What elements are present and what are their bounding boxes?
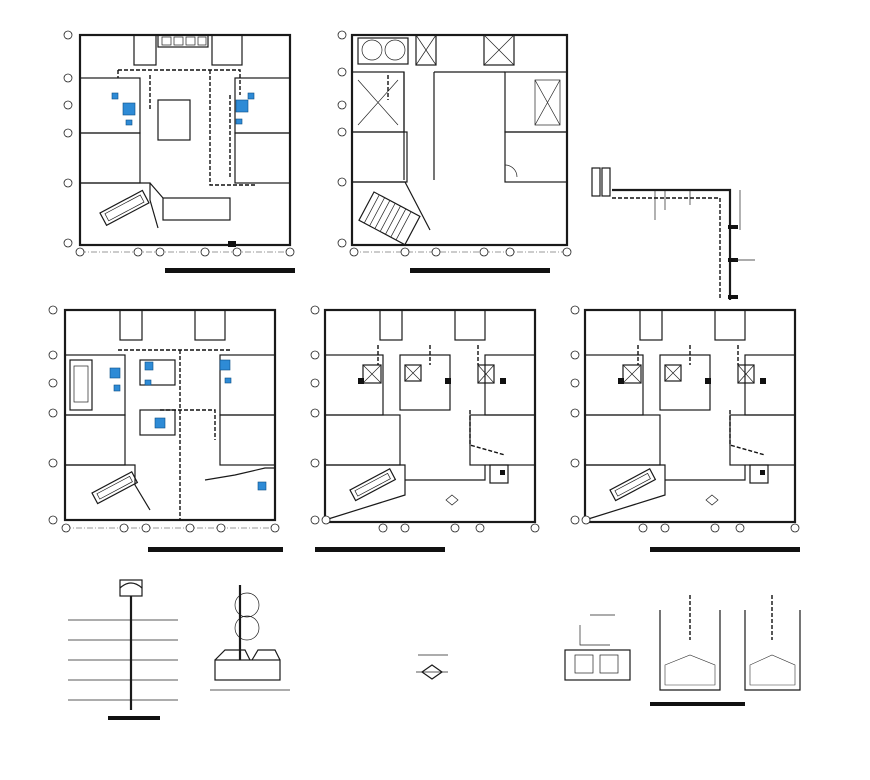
floor-plan-5 bbox=[570, 305, 800, 552]
floor-plan-4 bbox=[310, 305, 540, 552]
cistern-section-details bbox=[564, 595, 801, 706]
floor-plan-2 bbox=[337, 30, 572, 273]
floor-plan-1 bbox=[63, 30, 295, 273]
floor-plan-3 bbox=[48, 305, 283, 552]
symbol-detail bbox=[416, 654, 448, 680]
vertical-riser-detail bbox=[68, 579, 178, 720]
plumbing-fixture-icon bbox=[111, 92, 255, 126]
water-tank-elevation bbox=[210, 585, 290, 691]
pipe-riser-isometric bbox=[591, 167, 755, 300]
plumbing-fixture-icon bbox=[109, 359, 267, 491]
